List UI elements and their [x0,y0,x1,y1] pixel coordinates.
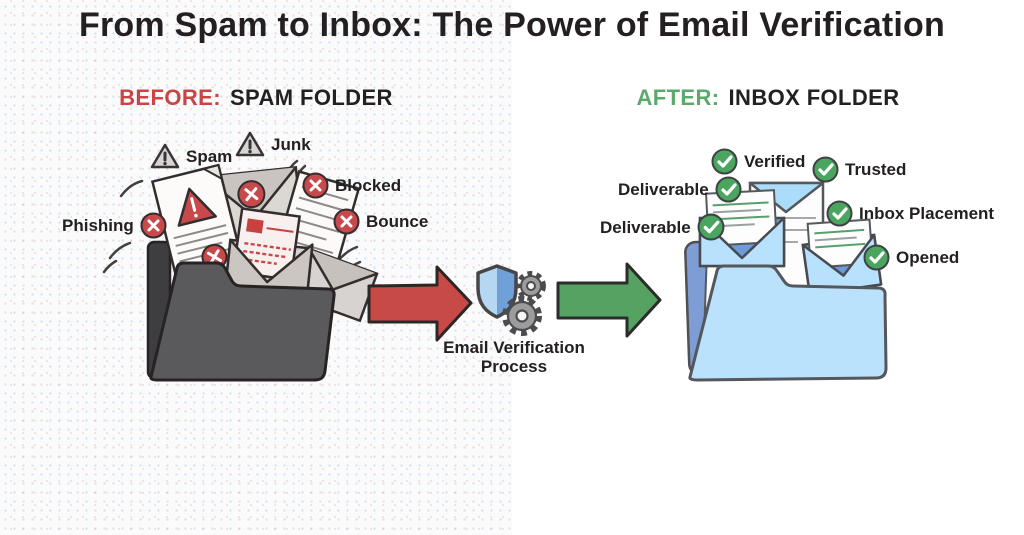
before-heading-prefix: BEFORE: [119,85,221,110]
arrow-before-to-process [367,265,473,342]
process-caption-line1: Email Verification [443,338,585,357]
gear-large [502,296,542,336]
label-trusted-text: Trusted [845,160,907,179]
label-bounce-text: Bounce [366,212,429,231]
label-junk-text: Junk [271,134,311,154]
x-circle-icon [140,212,167,239]
label-inbox-placement-text: Inbox Placement [859,204,995,223]
label-spam-text: Spam [186,146,233,166]
phishing-letter [224,207,314,296]
label-deliverable-1-text: Deliverable [618,180,709,199]
gear-small [516,271,546,301]
shield-icon [476,264,518,319]
label-bounce: Bounce [333,208,428,235]
deliverable-envelope [698,189,786,268]
label-deliverable-2: Deliverable [600,213,725,241]
gears-icon [502,271,546,336]
label-trusted: Trusted [812,156,906,183]
x-circle-icon [302,172,329,199]
x-circle-icon [333,208,360,235]
process-caption: Email Verification Process [437,338,591,376]
page-title: From Spam to Inbox: The Power of Email V… [79,6,945,44]
label-blocked: Blocked [302,172,401,199]
after-heading-prefix: AFTER: [636,85,720,110]
label-deliverable-2-text: Deliverable [600,217,691,237]
before-heading-rest: SPAM FOLDER [229,85,393,110]
label-inbox-placement: Inbox Placement [826,200,994,227]
warning-triangle-icon [150,143,180,169]
check-circle-icon [863,244,890,271]
check-circle-icon [715,176,742,203]
check-circle-icon [812,156,839,183]
inbox-folder-front [688,264,888,382]
before-heading: BEFORE: SPAM FOLDER [0,85,512,111]
warning-triangle-icon [235,131,265,157]
check-circle-icon [697,213,725,241]
spam-folder-illustration [102,159,379,382]
after-heading: AFTER: INBOX FOLDER [512,85,1024,111]
check-circle-icon [826,200,853,227]
label-phishing: Phishing [62,212,167,239]
label-opened-text: Opened [896,248,960,267]
label-opened: Opened [863,244,959,271]
spam-folder-front [149,261,336,382]
label-junk: Junk [235,130,311,158]
label-verified: Verified [711,148,805,175]
label-spam: Spam [150,142,232,170]
process-caption-line2: Process [480,357,548,376]
arrow-process-to-after [556,262,662,338]
process-illustration [367,262,662,342]
label-blocked-text: Blocked [335,176,402,195]
label-phishing-text: Phishing [62,216,134,235]
check-circle-icon [711,148,738,175]
after-heading-rest: INBOX FOLDER [728,85,900,110]
label-verified-text: Verified [744,152,806,171]
label-deliverable-1: Deliverable [618,176,742,203]
